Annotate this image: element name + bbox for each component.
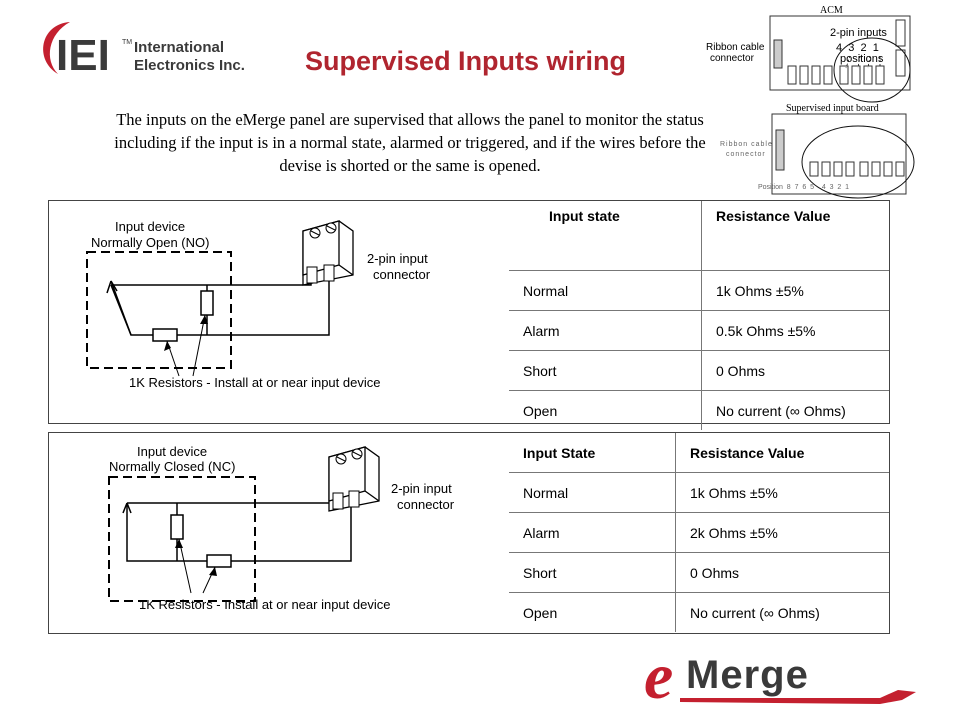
acm-label: ACM xyxy=(820,5,843,16)
no-connector-block xyxy=(302,220,354,286)
cell-value: 2k Ohms ±5% xyxy=(675,512,889,553)
iei-logo-tm: TM xyxy=(122,39,132,46)
cell-state: Short xyxy=(509,350,702,391)
iei-logo-mark: IEI xyxy=(56,31,110,80)
acm-positions-numbers: 4 3 2 1 xyxy=(836,42,879,54)
cell-value: 0 Ohms xyxy=(675,552,889,593)
table-header-row: Input State Resistance Value xyxy=(509,433,889,473)
nc-wire-top xyxy=(127,497,334,504)
acm-ribbon-label-1: Ribbon cable xyxy=(706,42,765,53)
normally-closed-wiring-diagram: Input device Normally Closed (NC) 1K Res… xyxy=(108,444,455,612)
col-header-input-state: Input State xyxy=(523,444,596,461)
nc-resistor-parallel xyxy=(170,514,184,540)
cell-value: 0.5k Ohms ±5% xyxy=(701,310,889,351)
table-row: Short 0 Ohms xyxy=(509,552,889,593)
supervised-input-board xyxy=(771,113,907,195)
page-title: Supervised Inputs wiring xyxy=(305,46,627,76)
no-connector-line2: connector xyxy=(373,267,431,282)
cell-state: Alarm xyxy=(509,512,676,553)
no-device-line1: Input device xyxy=(115,219,185,234)
normally-closed-panel: Input device Normally Closed (NC) 1K Res… xyxy=(48,432,890,634)
cell-state: Short xyxy=(509,552,676,593)
emerge-logo: e Merge xyxy=(644,640,916,712)
col-header-resistance-value: Resistance Value xyxy=(701,201,889,271)
no-resistor-label: 1K Resistors - Install at or near input … xyxy=(129,375,380,390)
table-row: Open No current (∞ Ohms) xyxy=(509,390,889,430)
emerge-logo-merge: Merge xyxy=(686,653,809,697)
nc-device-line2: Normally Closed (NC) xyxy=(109,459,235,474)
table-row: Normal 1k Ohms ±5% xyxy=(509,472,889,513)
iei-company-line1: International xyxy=(134,39,224,56)
no-resistor-series xyxy=(152,328,178,342)
nc-device-boundary xyxy=(108,476,256,602)
cell-state: Normal xyxy=(509,472,676,513)
no-resistor-parallel xyxy=(200,290,214,316)
nc-connector-line2: connector xyxy=(397,497,455,512)
cell-value: 0 Ohms xyxy=(701,350,889,391)
cell-state: Normal xyxy=(509,270,702,311)
board-positions-label: Position 8 7 6 5 4 3 2 1 xyxy=(758,184,849,191)
board-ribbon-label-2: connector xyxy=(726,151,766,158)
emerge-logo-e: e xyxy=(644,640,673,712)
board-ribbon-connector xyxy=(775,129,785,171)
acm-highlight-ellipse xyxy=(833,37,911,103)
table-row: Alarm 0.5k Ohms ±5% xyxy=(509,310,889,351)
col-header-input-state: Input state xyxy=(549,208,620,224)
no-wire-top xyxy=(111,275,312,286)
table-row: Open No current (∞ Ohms) xyxy=(509,592,889,632)
emerge-logo-swoosh xyxy=(680,690,916,704)
iei-company-line2: Electronics Inc. xyxy=(134,57,245,74)
normally-open-wiring-diagram: Input device Normally Open (NO) 1K Resis… xyxy=(86,219,431,390)
board-highlight-ellipse xyxy=(801,125,915,199)
nc-resistor-label: 1K Resistors - Install at or near input … xyxy=(139,597,390,612)
board-ribbon-label-1: Ribbon cable xyxy=(720,141,773,148)
table-row: Short 0 Ohms xyxy=(509,350,889,391)
table-row: Alarm 2k Ohms ±5% xyxy=(509,512,889,553)
nc-connector-line1: 2-pin input xyxy=(391,481,452,496)
col-header-resistance-value: Resistance Value xyxy=(675,433,889,473)
normally-open-panel: Input device Normally Open (NO) 1K Resis… xyxy=(48,200,890,430)
cell-value: 1k Ohms ±5% xyxy=(675,472,889,513)
cell-value: No current (∞ Ohms) xyxy=(701,390,889,430)
nc-connector-block xyxy=(328,446,380,512)
nc-resistor-series xyxy=(206,554,232,568)
no-device-line2: Normally Open (NO) xyxy=(91,235,209,250)
normally-open-resistance-table: Input state Resistance Value Normal 1k O… xyxy=(509,201,889,430)
board-label: Supervised input board xyxy=(786,103,879,114)
no-wire-bottom xyxy=(110,275,330,336)
table-header-row: Input state Resistance Value xyxy=(509,201,889,271)
cell-value: 1k Ohms ±5% xyxy=(701,270,889,311)
iei-logo: IEI TM International Electronics Inc. xyxy=(43,22,245,80)
nc-wire-bottom xyxy=(126,497,352,562)
acm-board-figure: ACM Ribbon cable connector 2-pin inputs … xyxy=(706,5,915,199)
table-row: Normal 1k Ohms ±5% xyxy=(509,270,889,311)
acm-inputs-label: 2-pin inputs xyxy=(830,27,887,39)
intro-paragraph: The inputs on the eMerge panel are super… xyxy=(114,110,706,175)
no-connector-line1: 2-pin input xyxy=(367,251,428,266)
cell-state: Open xyxy=(509,390,702,430)
cell-state: Open xyxy=(509,592,676,632)
cell-state: Alarm xyxy=(509,310,702,351)
no-device-boundary xyxy=(86,251,232,369)
nc-device-line1: Input device xyxy=(137,444,207,459)
acm-ribbon-label-2: connector xyxy=(710,53,755,64)
acm-positions-label: positions xyxy=(840,53,884,65)
iei-logo-arc xyxy=(43,22,70,74)
normally-closed-resistance-table: Input State Resistance Value Normal 1k O… xyxy=(509,433,889,632)
no-switch-contact xyxy=(110,280,132,336)
cell-value: No current (∞ Ohms) xyxy=(675,592,889,632)
acm-ribbon-connector xyxy=(773,39,783,69)
